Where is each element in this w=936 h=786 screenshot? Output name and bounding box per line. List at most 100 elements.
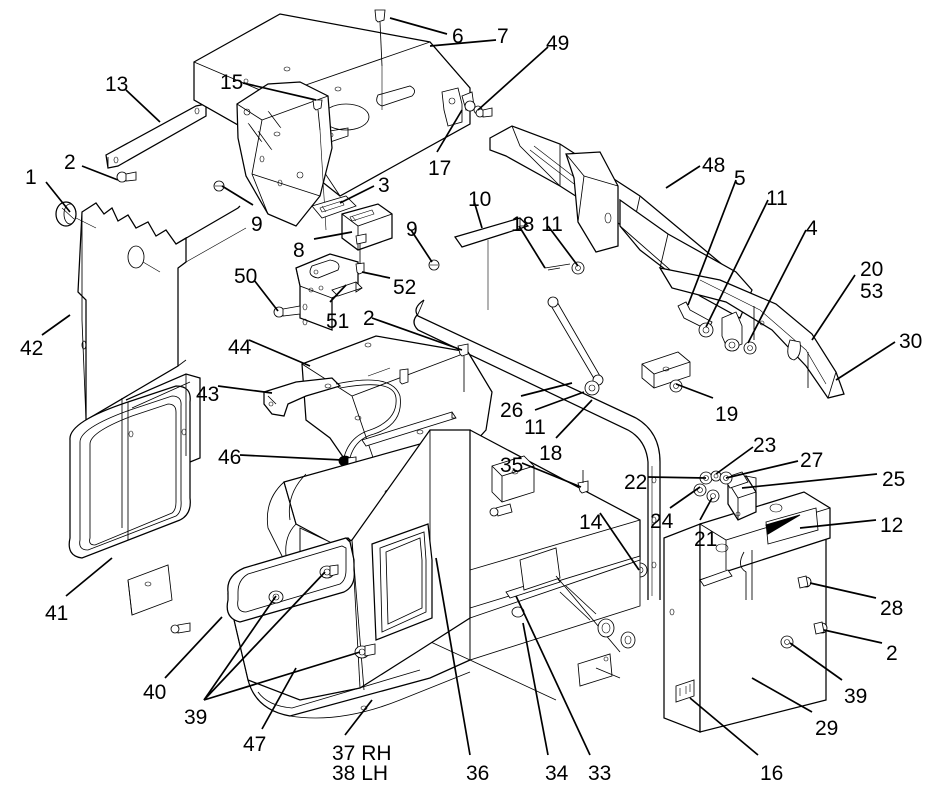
callout-43: 43 <box>196 383 220 406</box>
fastener-5-bolt <box>677 301 713 331</box>
callout-3: 3 <box>378 174 390 197</box>
callout-51: 51 <box>326 310 350 333</box>
leader-line <box>41 314 71 336</box>
part-3-deck-guard <box>236 81 333 227</box>
leader-line <box>687 179 737 306</box>
leader-line <box>81 165 119 181</box>
callout-39: 39 <box>184 706 208 729</box>
callout-11: 11 <box>766 187 788 210</box>
part-41-screen-frame <box>68 373 201 559</box>
callout-53: 53 <box>860 280 884 303</box>
fastener-9-right <box>428 259 440 271</box>
part-10-flat-strip <box>453 217 530 310</box>
leader-line <box>515 595 591 756</box>
leader-line <box>669 486 701 509</box>
leader-line <box>436 109 463 153</box>
callout-47: 47 <box>243 733 267 756</box>
misc-fasteners-lower <box>170 503 513 634</box>
leader-line <box>410 229 433 263</box>
callout-33: 33 <box>588 762 612 785</box>
leader-line <box>65 557 113 597</box>
leader-line <box>473 200 483 229</box>
callout-39: 39 <box>844 685 868 708</box>
part-7-top-deck <box>193 13 471 197</box>
callout-38-lh: 38 LH <box>332 762 389 785</box>
leader-line <box>665 165 701 189</box>
callout-28: 28 <box>880 597 904 620</box>
leader-line <box>647 476 707 479</box>
leader-line <box>253 279 279 312</box>
callout-12: 12 <box>880 514 904 537</box>
leader-line <box>741 473 878 489</box>
fastener-6 <box>374 9 386 67</box>
callout-20: 20 <box>860 258 884 281</box>
leader-line <box>339 185 375 204</box>
fastener-11-top <box>571 261 585 275</box>
leader-line <box>125 89 161 123</box>
part-3-mount-plate <box>311 195 357 219</box>
leader-line <box>518 225 546 269</box>
fastener-52 <box>355 233 367 275</box>
leader-line <box>429 39 497 47</box>
callout-36: 36 <box>466 762 490 785</box>
callout-21: 21 <box>694 528 718 551</box>
callout-46: 46 <box>218 446 242 469</box>
callout-26: 26 <box>500 399 524 422</box>
fastener-2-right <box>813 621 828 635</box>
leader-line <box>689 697 759 756</box>
leader-line <box>715 446 754 475</box>
callout-24: 24 <box>650 510 674 533</box>
fastener-39-right <box>780 635 794 649</box>
callout-1: 1 <box>25 166 37 189</box>
callout-9: 9 <box>251 213 263 236</box>
fastener-28 <box>797 575 812 589</box>
part-30-fender <box>658 267 845 399</box>
callout-25: 25 <box>882 468 906 491</box>
leader-line <box>239 454 343 461</box>
callout-48: 48 <box>702 154 726 177</box>
part-19-bracket <box>641 351 691 393</box>
part-43-cable-bracket <box>263 377 401 471</box>
leader-line <box>799 519 877 529</box>
fastener-small-fender <box>399 368 409 385</box>
leader-line <box>45 181 71 213</box>
callout-4: 4 <box>806 217 818 240</box>
callout-10: 10 <box>468 188 492 211</box>
fastener-35 <box>577 470 589 494</box>
leader-line <box>217 385 273 394</box>
leader-line <box>435 557 471 756</box>
chassis-right-rails <box>469 559 641 701</box>
part-16-rear-panel <box>663 523 827 733</box>
leader-line <box>599 512 640 571</box>
callout-50: 50 <box>234 265 258 288</box>
leader-line <box>555 399 593 439</box>
callout-52: 52 <box>393 276 417 299</box>
leader-line <box>371 317 463 351</box>
callout-27: 27 <box>800 449 824 472</box>
callout-9: 9 <box>406 218 418 241</box>
callout-35: 35 <box>500 454 524 477</box>
fastener-49 <box>475 107 493 118</box>
callout-18: 18 <box>511 213 535 236</box>
leader-line <box>203 595 277 701</box>
leader-line <box>164 616 223 679</box>
callout-18: 18 <box>539 442 563 465</box>
callout-15: 15 <box>220 71 244 94</box>
callout-19: 19 <box>715 403 739 426</box>
callout-29: 29 <box>815 717 839 740</box>
fastener-50 <box>273 305 301 318</box>
part-1-fuel-cap <box>55 201 97 229</box>
callout-5: 5 <box>734 167 746 190</box>
leader-line <box>835 341 896 381</box>
part-47-housing <box>226 429 471 719</box>
leader-line <box>261 667 297 730</box>
callout-13: 13 <box>105 73 129 96</box>
part-13-brace-bar <box>105 103 207 169</box>
callout-11: 11 <box>524 416 546 439</box>
callout-49: 49 <box>546 32 570 55</box>
callout-2: 2 <box>64 151 76 174</box>
callout-17: 17 <box>428 157 452 180</box>
leader-line <box>203 571 326 701</box>
